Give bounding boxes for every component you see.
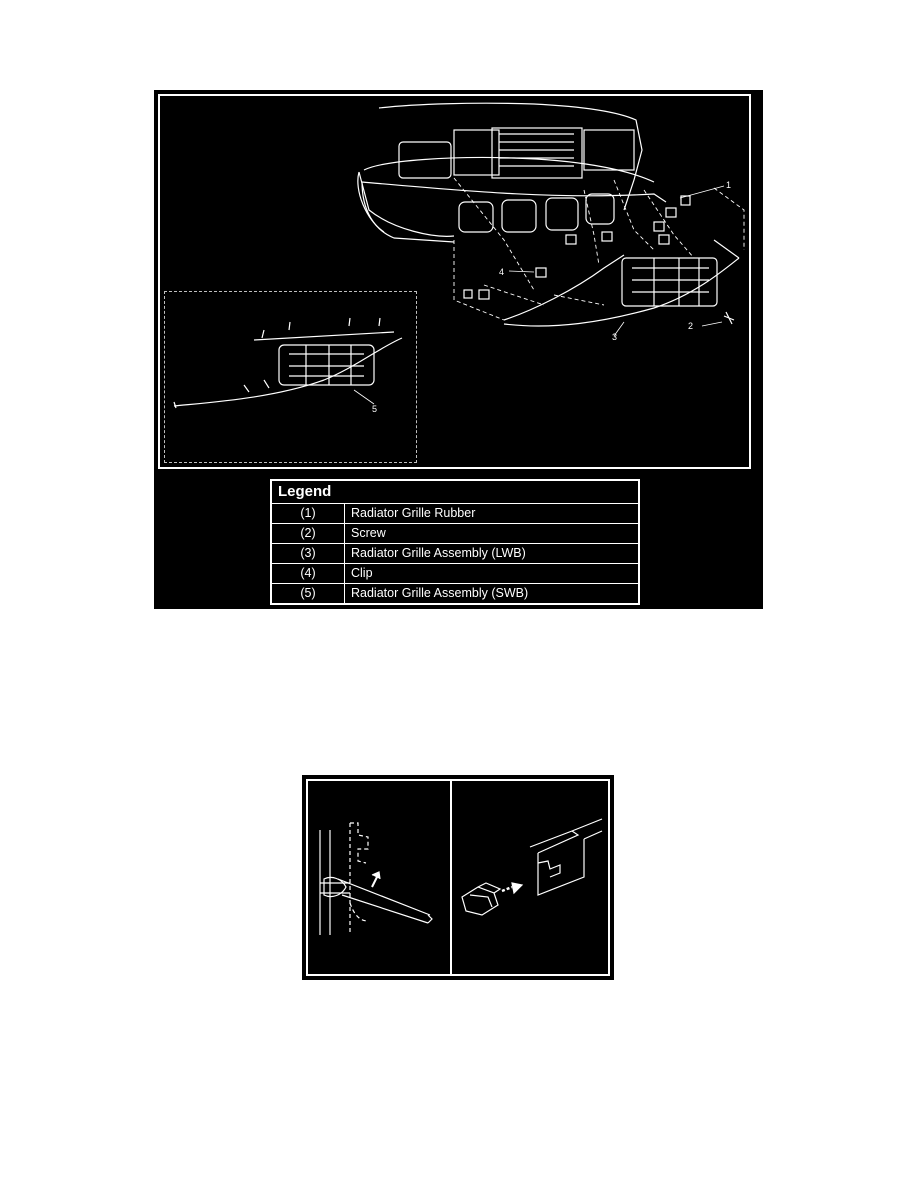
legend-description: Radiator Grille Assembly (SWB) xyxy=(351,586,529,600)
legend-description: Radiator Grille Rubber xyxy=(351,506,476,520)
legend-row: (5) Radiator Grille Assembly (SWB) xyxy=(272,584,638,603)
clip-removal-figure xyxy=(302,775,614,980)
grille-exploded-figure: 1 2 3 4 5 Legend (1) Radiator Grille Rub… xyxy=(154,90,763,609)
legend-number: (1) xyxy=(272,504,345,523)
legend-row: (4) Clip xyxy=(272,564,638,584)
legend-description: Clip xyxy=(351,566,373,580)
callout-2: 2 xyxy=(688,321,694,331)
legend-description: Screw xyxy=(351,526,386,540)
callout-5: 5 xyxy=(372,404,378,414)
legend-row: (1) Radiator Grille Rubber xyxy=(272,504,638,524)
callout-3: 3 xyxy=(612,332,618,342)
clip-line-drawing xyxy=(319,818,603,935)
legend-row: (3) Radiator Grille Assembly (LWB) xyxy=(272,544,638,564)
callout-1: 1 xyxy=(726,180,732,190)
legend-title: Legend xyxy=(272,481,638,504)
legend-number: (5) xyxy=(272,584,345,603)
legend-number: (4) xyxy=(272,564,345,583)
legend-number: (3) xyxy=(272,544,345,563)
legend-number: (2) xyxy=(272,524,345,543)
panel-divider xyxy=(450,781,452,974)
callout-4: 4 xyxy=(499,267,505,277)
illustration-frame xyxy=(158,94,751,469)
clip-figure-frame xyxy=(306,779,610,976)
legend-description: Radiator Grille Assembly (LWB) xyxy=(351,546,526,560)
legend-table: Legend (1) Radiator Grille Rubber (2) Sc… xyxy=(270,479,640,605)
swb-grille-inset xyxy=(164,291,417,463)
legend-row: (2) Screw xyxy=(272,524,638,544)
grille-line-drawing xyxy=(173,102,745,409)
